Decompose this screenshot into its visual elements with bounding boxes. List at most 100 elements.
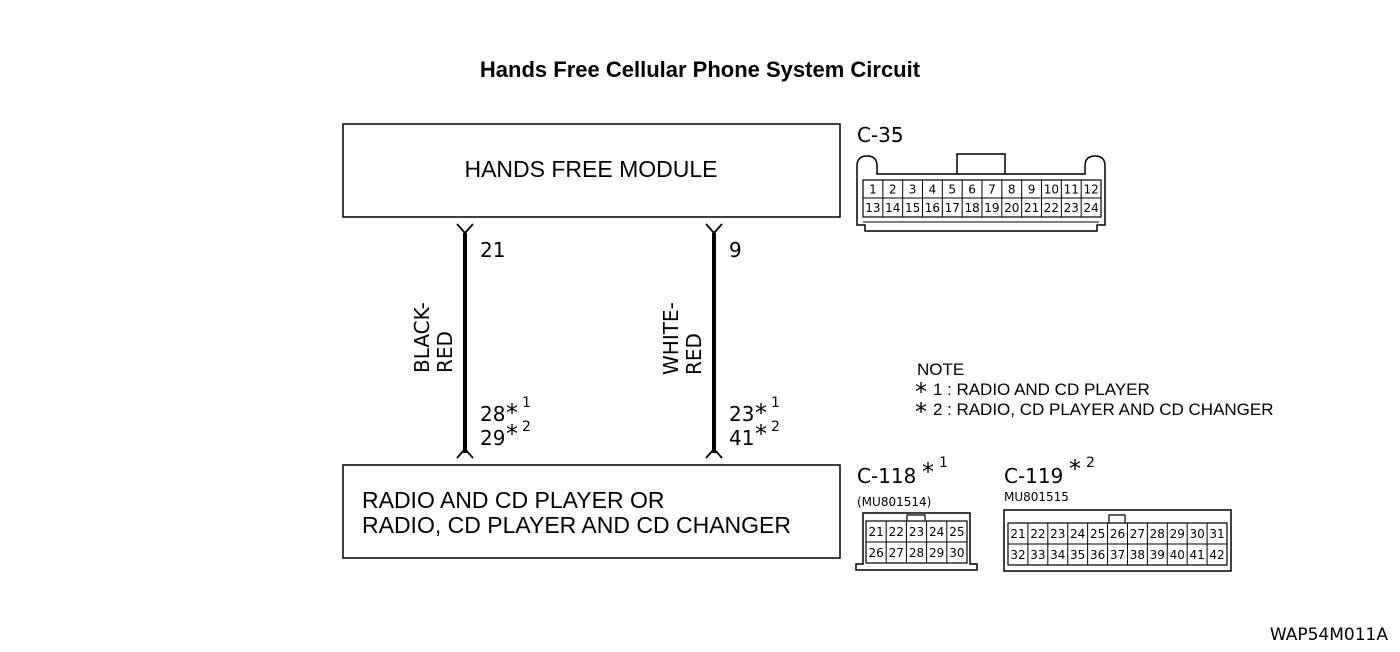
wire2-bottom-pin-1: 23 <box>729 402 754 426</box>
wire1-color-line2: RED <box>433 331 457 373</box>
c119-pin-25: 25 <box>1090 527 1105 541</box>
c119-connector <box>1003 509 1232 572</box>
c119-pin-40: 40 <box>1170 548 1185 562</box>
c35-pin-8: 8 <box>1008 183 1016 197</box>
c35-pin-23: 23 <box>1064 201 1079 215</box>
radio-cd-player-box <box>342 464 841 559</box>
c35-pin-11: 11 <box>1064 183 1079 197</box>
wire1-bottom-pin-1: 28 <box>480 402 505 426</box>
c35-pin-4: 4 <box>929 183 937 197</box>
c119-pin-24: 24 <box>1070 527 1085 541</box>
wire1-color-line1: BLACK- <box>410 302 434 373</box>
c118-part-number: (MU801514) <box>857 495 931 509</box>
hands-free-module-label: HANDS FREE MODULE <box>464 156 717 182</box>
wire1-mark-2: * <box>506 420 518 448</box>
wire-top-terminal-mark <box>456 223 474 235</box>
c119-pin-21: 21 <box>1010 527 1025 541</box>
c35-connector <box>856 153 1106 232</box>
c35-pin-22: 22 <box>1044 201 1059 215</box>
c35-name: C-35 <box>857 123 904 147</box>
c118-pin-23: 23 <box>909 525 924 539</box>
c118-pin-29: 29 <box>929 546 944 560</box>
c119-pin-37: 37 <box>1110 548 1125 562</box>
c35-pin-17: 17 <box>945 201 960 215</box>
c118-connector <box>855 512 978 571</box>
c35-pin-18: 18 <box>964 201 979 215</box>
c35-pin-20: 20 <box>1004 201 1019 215</box>
c35-pin-21: 21 <box>1024 201 1039 215</box>
c118-sup: 1 <box>939 455 948 471</box>
note-1-number: 1 <box>933 380 942 399</box>
wire2-sup-1: 1 <box>771 395 780 411</box>
c119-pin-33: 33 <box>1030 548 1045 562</box>
c119-sup: 2 <box>1086 455 1095 471</box>
c35-pin-7: 7 <box>988 183 996 197</box>
c35-pin-13: 13 <box>865 201 880 215</box>
wire1-sup-2: 2 <box>522 419 531 435</box>
c118-pin-24: 24 <box>929 525 944 539</box>
note-1-text: : RADIO AND CD PLAYER <box>947 380 1150 399</box>
c119-pin-31: 31 <box>1209 527 1224 541</box>
c35-pin-3: 3 <box>909 183 917 197</box>
c35-pin-15: 15 <box>905 201 920 215</box>
note-heading: NOTE <box>917 360 964 379</box>
c119-pin-32: 32 <box>1010 548 1025 562</box>
wire2-bottom-pin-2: 41 <box>729 426 754 450</box>
c118-pin-30: 30 <box>949 546 964 560</box>
c119-pin-30: 30 <box>1189 527 1204 541</box>
wire2-mark-2: * <box>755 420 767 448</box>
c35-pin-14: 14 <box>885 201 900 215</box>
radio-cd-label-line2: RADIO, CD PLAYER AND CD CHANGER <box>362 512 791 538</box>
c35-pin-1: 1 <box>869 183 877 197</box>
c119-pin-42: 42 <box>1209 548 1224 562</box>
c35-pin-2: 2 <box>889 183 897 197</box>
wire2-color-line1: WHITE- <box>659 302 683 375</box>
c119-pin-28: 28 <box>1150 527 1165 541</box>
c119-pin-39: 39 <box>1150 548 1165 562</box>
c118-mark: * <box>922 458 934 486</box>
c35-pin-6: 6 <box>968 183 976 197</box>
c118-pin-21: 21 <box>868 525 883 539</box>
c119-pin-41: 41 <box>1189 548 1204 562</box>
c119-pin-36: 36 <box>1090 548 1105 562</box>
wire1-sup-1: 1 <box>522 395 531 411</box>
c119-mark: * <box>1069 455 1081 483</box>
c35-pin-row-2: 13 14 15 16 17 18 19 20 21 22 23 24 <box>865 201 1098 215</box>
wire2-top-pin: 9 <box>729 238 742 262</box>
wire-bottom-terminal-mark <box>456 447 474 459</box>
wire1-bottom-pin-2: 29 <box>480 426 505 450</box>
c35-pin-16: 16 <box>925 201 940 215</box>
wire1-top-pin: 21 <box>480 238 505 262</box>
note-2-number: 2 <box>933 400 942 419</box>
c118-pin-27: 27 <box>889 546 904 560</box>
c119-pin-23: 23 <box>1050 527 1065 541</box>
diagram-title: Hands Free Cellular Phone System Circuit <box>480 57 921 82</box>
c119-part-number: MU801515 <box>1004 490 1069 504</box>
c35-pin-10: 10 <box>1044 183 1059 197</box>
c35-pin-24: 24 <box>1083 201 1098 215</box>
figure-code: WAP54M011A <box>1270 625 1389 645</box>
c119-pin-26: 26 <box>1110 527 1125 541</box>
c119-name: C-119 <box>1004 464 1063 488</box>
hands-free-module-box <box>342 123 841 218</box>
c119-pin-34: 34 <box>1050 548 1065 562</box>
c119-pin-22: 22 <box>1030 527 1045 541</box>
c35-pin-5: 5 <box>948 183 956 197</box>
c118-pin-22: 22 <box>889 525 904 539</box>
c119-pin-27: 27 <box>1130 527 1145 541</box>
c35-pin-9: 9 <box>1028 183 1036 197</box>
wire2-mark-1: * <box>755 399 767 427</box>
c35-pin-19: 19 <box>984 201 999 215</box>
wire1-mark-1: * <box>506 399 518 427</box>
c119-pin-row-1: 21 22 23 24 25 26 27 28 29 30 31 <box>1010 527 1224 541</box>
note-2-text: : RADIO, CD PLAYER AND CD CHANGER <box>947 400 1274 419</box>
wire-bottom-terminal-mark <box>705 447 723 459</box>
c119-pin-29: 29 <box>1170 527 1185 541</box>
radio-cd-label-line1: RADIO AND CD PLAYER OR <box>362 487 664 513</box>
c119-pin-35: 35 <box>1070 548 1085 562</box>
